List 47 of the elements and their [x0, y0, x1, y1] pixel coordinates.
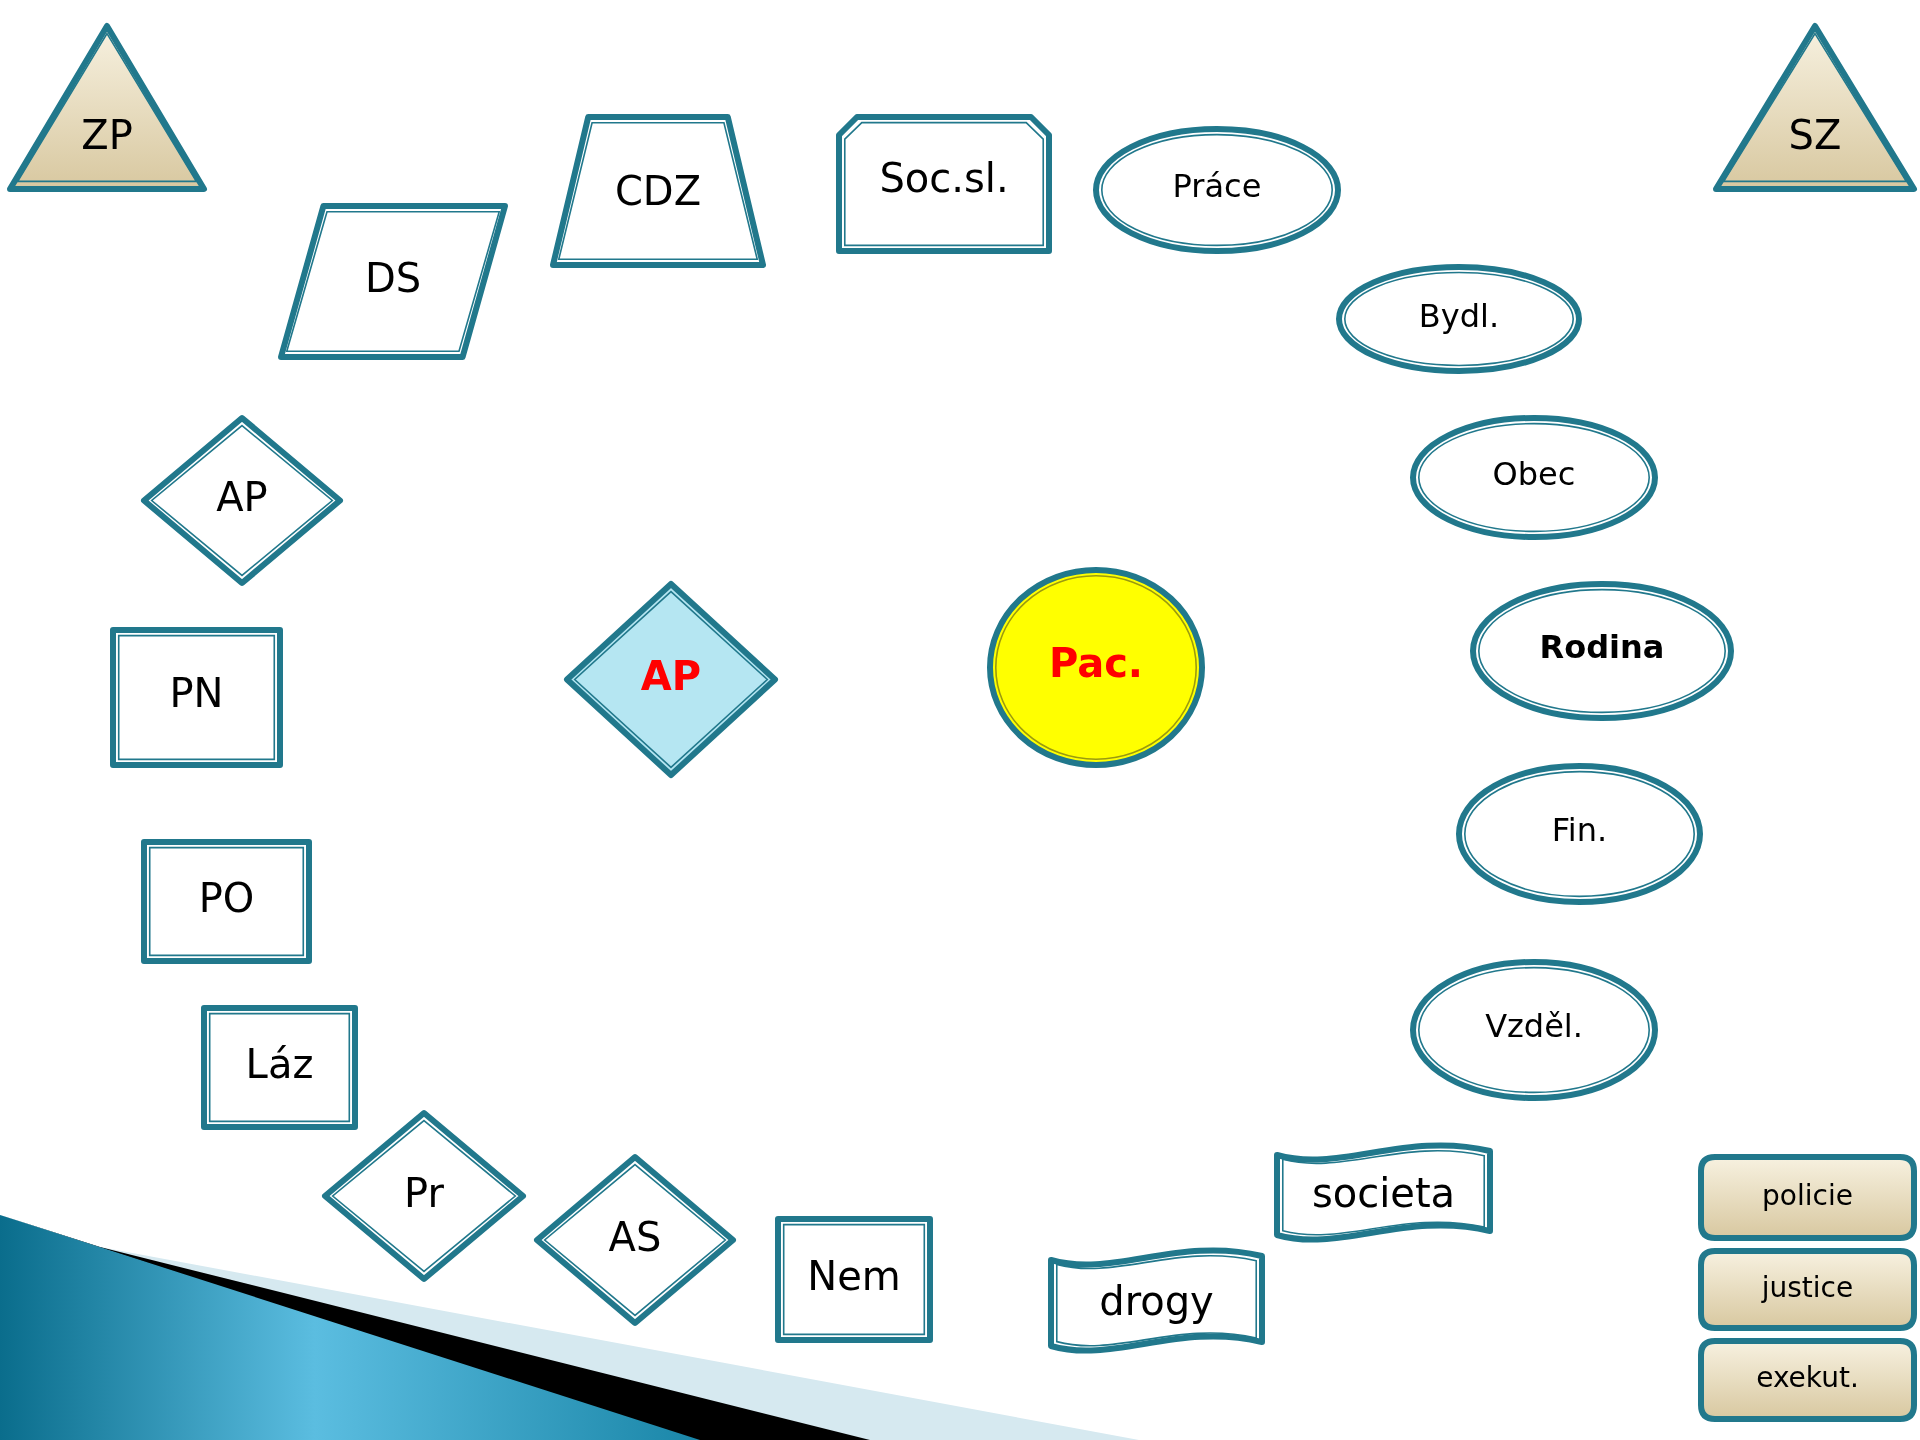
process-box — [140, 838, 313, 965]
node-label: Láz — [244, 1043, 315, 1084]
node-label: Pac. — [1047, 643, 1145, 684]
decision-diamond — [563, 580, 779, 779]
circle-shape — [986, 566, 1206, 769]
node-label: Soc.sl. — [878, 158, 1010, 199]
node-label: exekut. — [1755, 1364, 1860, 1393]
node-label: AP — [215, 477, 269, 518]
rounded-box — [1697, 1337, 1918, 1423]
node-label: Bydl. — [1417, 299, 1501, 332]
node-label: PN — [168, 673, 225, 714]
process-box — [109, 626, 284, 769]
node-label: ZP — [80, 114, 134, 155]
node-label: Nem — [806, 1255, 902, 1296]
node-label: Fin. — [1550, 813, 1609, 846]
node-label: CDZ — [613, 171, 703, 211]
ellipse-shape — [1469, 580, 1735, 722]
decision-diamond — [533, 1153, 737, 1327]
decision-diamond — [321, 1109, 527, 1283]
ellipse-shape — [1092, 125, 1342, 255]
node-label: DS — [363, 258, 423, 299]
node-label: justice — [1760, 1273, 1855, 1302]
parallelogram-shape — [277, 202, 509, 361]
ellipse-shape — [1335, 263, 1583, 375]
ellipse-shape — [1409, 958, 1659, 1102]
ellipse-shape — [1455, 762, 1704, 906]
node-label: Rodina — [1538, 630, 1666, 663]
node-label: AP — [639, 655, 703, 696]
trapezoid-shape — [549, 113, 767, 269]
process-box — [200, 1004, 359, 1131]
process-box — [774, 1215, 934, 1344]
node-label: Obec — [1491, 457, 1577, 490]
decision-diamond — [140, 414, 344, 587]
rounded-box — [1697, 1153, 1918, 1242]
ellipse-shape — [1409, 414, 1659, 541]
node-label: Práce — [1171, 170, 1263, 203]
clipped-corner-box — [835, 113, 1053, 255]
node-label: policie — [1761, 1181, 1854, 1210]
node-label: SZ — [1787, 114, 1843, 155]
triangle-shape — [1712, 22, 1918, 193]
node-label: AS — [607, 1216, 663, 1257]
node-label: PO — [197, 877, 256, 918]
rounded-box — [1697, 1247, 1918, 1332]
node-label: societa — [1310, 1172, 1457, 1213]
triangle-shape — [6, 22, 208, 193]
node-label: Pr — [403, 1172, 445, 1213]
node-label: Vzděl. — [1484, 1009, 1584, 1042]
